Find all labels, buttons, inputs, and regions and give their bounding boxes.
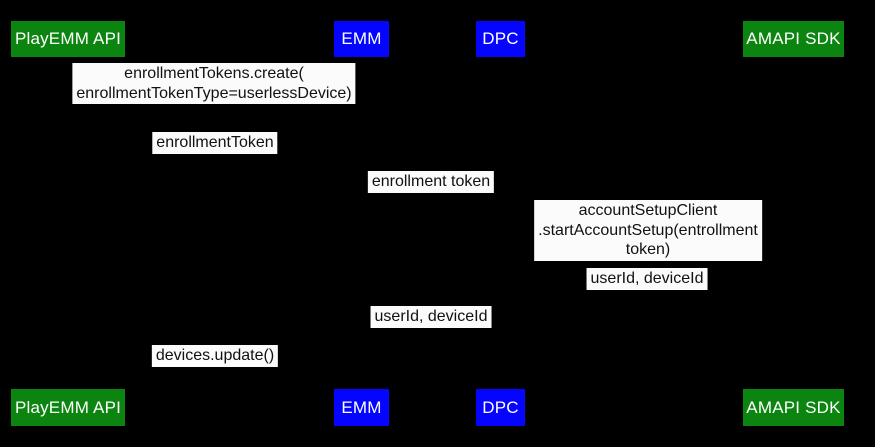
message-devices-update: devices.update() [151,345,279,367]
actor-amapi-sdk-bottom: AMAPI SDK [743,389,844,426]
actor-dpc-top: DPC [476,21,525,57]
message-enrollment-token-camel: enrollmentToken [152,132,278,154]
message-enrollment-tokens-create: enrollmentTokens.create( enrollmentToken… [72,63,356,104]
actor-amapi-sdk-top: AMAPI SDK [743,21,844,57]
message-enrollment-token: enrollment token [367,171,495,193]
actor-dpc-bottom: DPC [476,389,525,426]
message-start-account-setup: accountSetupClient .startAccountSetup(en… [534,200,762,261]
actor-emm-top: EMM [334,21,389,57]
actor-playemm-api-top: PlayEMM API [11,21,125,57]
message-userid-deviceid-2: userId, deviceId [370,306,492,328]
actor-emm-bottom: EMM [334,389,389,426]
actor-playemm-api-bottom: PlayEMM API [11,389,125,426]
message-userid-deviceid-1: userId, deviceId [586,268,708,290]
